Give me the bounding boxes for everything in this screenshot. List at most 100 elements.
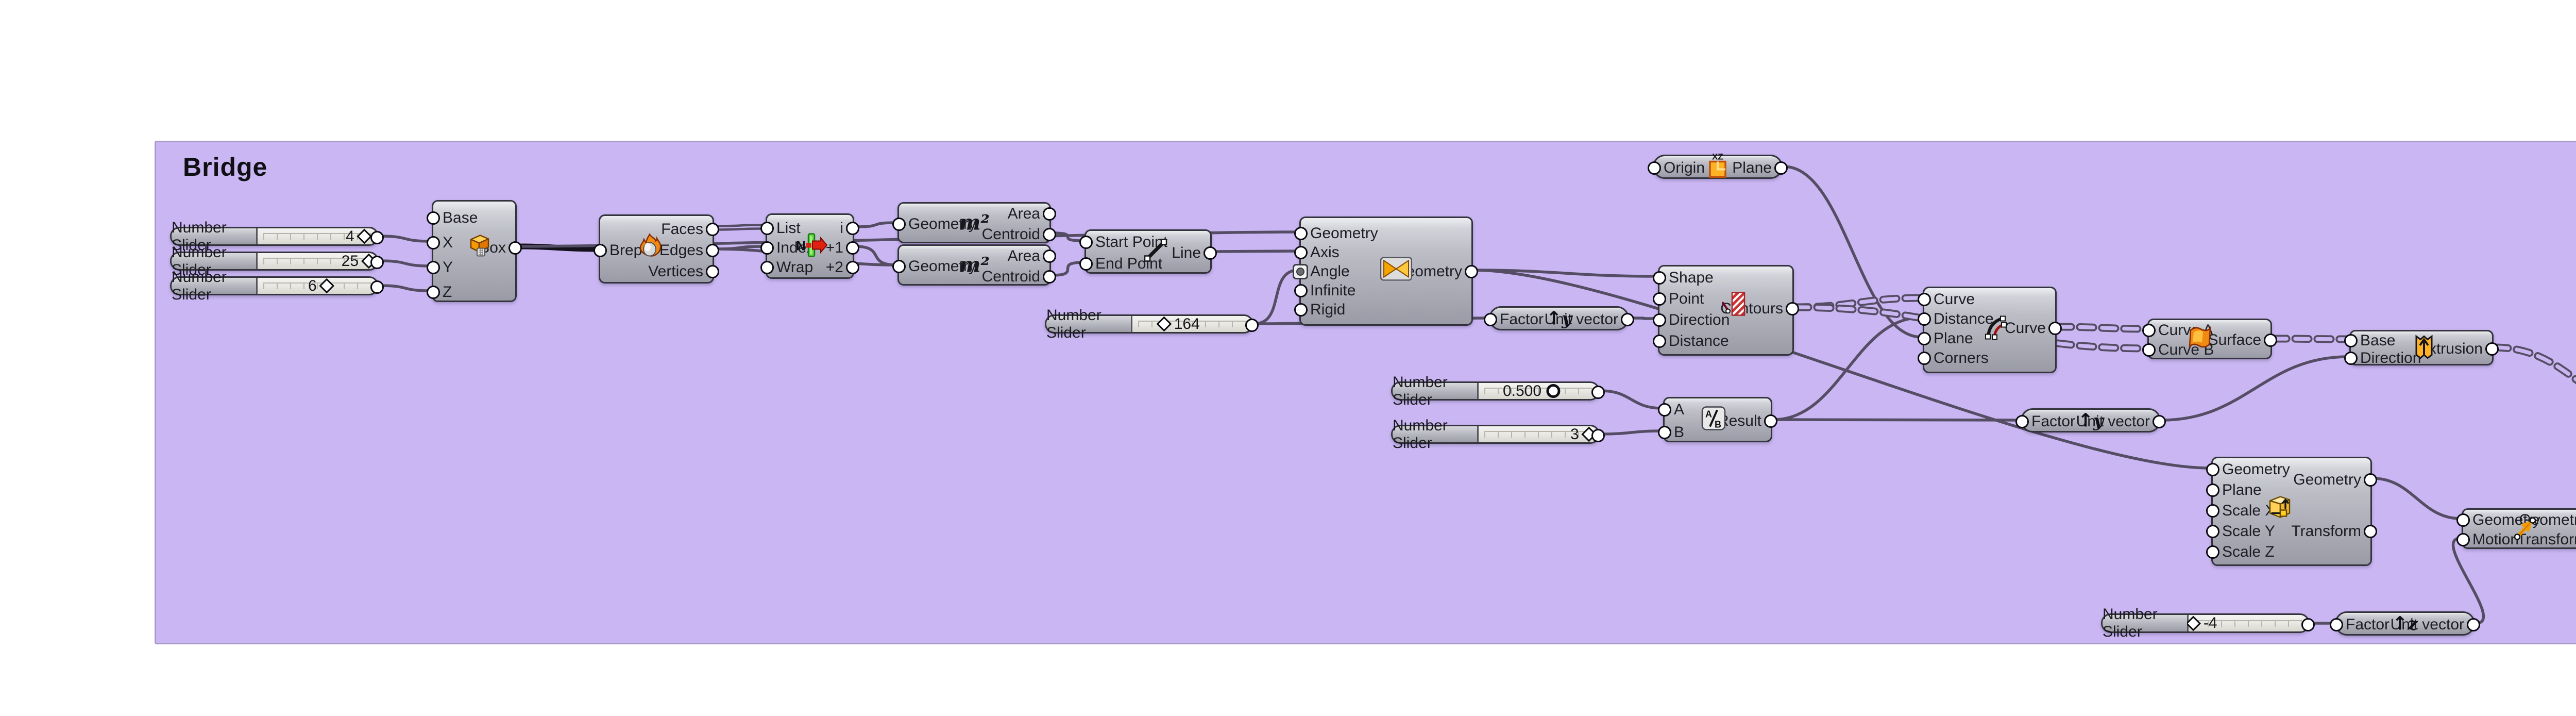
output-port-value[interactable] — [370, 231, 384, 244]
slider-handle[interactable]: 6 — [308, 278, 335, 294]
input-port-list[interactable] — [760, 222, 774, 235]
output-port-centroid[interactable] — [1043, 228, 1056, 241]
output-port-value[interactable] — [1591, 429, 1605, 442]
input-port-z[interactable] — [427, 286, 440, 299]
output-port-value[interactable] — [370, 256, 384, 269]
output-port-surface[interactable] — [2264, 334, 2277, 347]
output-port-value[interactable] — [2301, 618, 2315, 631]
slider-handle[interactable]: 0.500 — [1503, 383, 1561, 399]
input-port-geometry[interactable] — [2456, 513, 2470, 527]
input-port-base[interactable] — [427, 211, 440, 225]
input-port-factor[interactable] — [2015, 415, 2029, 428]
slider-handle[interactable]: 3 — [1570, 426, 1597, 442]
input-port-wrap[interactable] — [760, 261, 774, 274]
slider-track[interactable]: 164 — [1131, 316, 1252, 332]
input-port-factor[interactable] — [2330, 618, 2343, 631]
output-port-value[interactable] — [1245, 319, 1259, 332]
output-port-+1[interactable] — [846, 241, 859, 255]
node-sm4-number-slider[interactable]: Number Slider-4 — [2101, 606, 2315, 640]
output-port-value[interactable] — [370, 280, 384, 294]
output-port-area[interactable] — [1043, 249, 1056, 263]
slider-grip-diamond[interactable] — [1156, 316, 1172, 332]
input-port-geometry[interactable] — [1294, 227, 1308, 240]
output-port-value[interactable] — [1591, 386, 1605, 399]
slider-handle[interactable]: 25 — [342, 253, 377, 269]
slider-grip-diamond[interactable] — [319, 278, 335, 294]
slider-track[interactable]: 3 — [1477, 426, 1598, 442]
input-port-scale-y[interactable] — [2206, 525, 2219, 538]
output-port-line[interactable] — [1204, 246, 1217, 260]
slider-handle[interactable]: -4 — [2187, 615, 2217, 631]
slider-track[interactable]: -4 — [2187, 615, 2308, 631]
input-port-y[interactable] — [427, 261, 440, 274]
input-port-x[interactable] — [427, 236, 440, 249]
slider-grip-diamond[interactable] — [357, 228, 372, 244]
slider-grip-diamond[interactable] — [2187, 615, 2201, 631]
input-port-geometry[interactable] — [892, 260, 906, 273]
input-port-rigid[interactable] — [1294, 303, 1308, 317]
input-port-brep[interactable] — [594, 244, 607, 257]
input-port-curve-a[interactable] — [2142, 324, 2156, 337]
output-port-result[interactable] — [1764, 414, 1777, 428]
output-port-transform[interactable] — [2364, 525, 2377, 538]
output-port-geometry[interactable] — [2364, 473, 2377, 487]
output-port-vertices[interactable] — [706, 265, 719, 278]
output-port-faces[interactable] — [706, 223, 719, 236]
slider-track[interactable]: 0.500 — [1477, 383, 1598, 399]
output-port-i[interactable] — [846, 222, 859, 235]
input-port-scale-x[interactable] — [2206, 504, 2219, 518]
input-port-curve[interactable] — [1918, 293, 1931, 306]
input-port-base[interactable] — [2344, 334, 2358, 347]
input-port-direction[interactable] — [2344, 352, 2358, 365]
output-port-area[interactable] — [1043, 207, 1056, 221]
slider-handle[interactable]: 164 — [1156, 316, 1200, 332]
output-port-centroid[interactable] — [1043, 270, 1056, 284]
input-port-b[interactable] — [1658, 426, 1671, 439]
slider-track[interactable]: 4 — [256, 228, 377, 244]
input-port-geometry[interactable] — [892, 218, 906, 231]
input-port-motion[interactable] — [2456, 533, 2470, 546]
output-port-extrusion[interactable] — [2485, 342, 2499, 356]
output-port-unit-vector[interactable] — [2467, 618, 2480, 631]
output-port-contours[interactable] — [1786, 302, 1799, 315]
output-port-box[interactable] — [509, 241, 522, 255]
input-port-scale-z[interactable] — [2206, 545, 2219, 559]
input-port-corners[interactable] — [1918, 352, 1931, 365]
input-port-shape[interactable] — [1653, 271, 1666, 285]
input-port-axis[interactable] — [1294, 246, 1308, 259]
input-port-start-point[interactable] — [1079, 236, 1093, 249]
expression-button[interactable] — [1293, 264, 1308, 279]
output-port-curve[interactable] — [2048, 322, 2062, 335]
input-port-direction[interactable] — [1653, 313, 1666, 327]
input-port-a[interactable] — [1658, 403, 1671, 417]
input-port-plane[interactable] — [2206, 484, 2219, 497]
slider-track[interactable]: 6 — [256, 278, 377, 294]
node-move-move[interactable]: GeometryMotionGeometryTransform — [2456, 508, 2576, 549]
input-port-index[interactable] — [760, 241, 774, 255]
input-port-origin[interactable] — [1648, 161, 1661, 175]
input-port-end-point[interactable] — [1079, 257, 1093, 271]
input-port-distance[interactable] — [1653, 335, 1666, 348]
input-port-factor[interactable] — [1484, 313, 1497, 326]
input-port-curve-b[interactable] — [2142, 343, 2156, 357]
output-port-+2[interactable] — [846, 261, 859, 274]
